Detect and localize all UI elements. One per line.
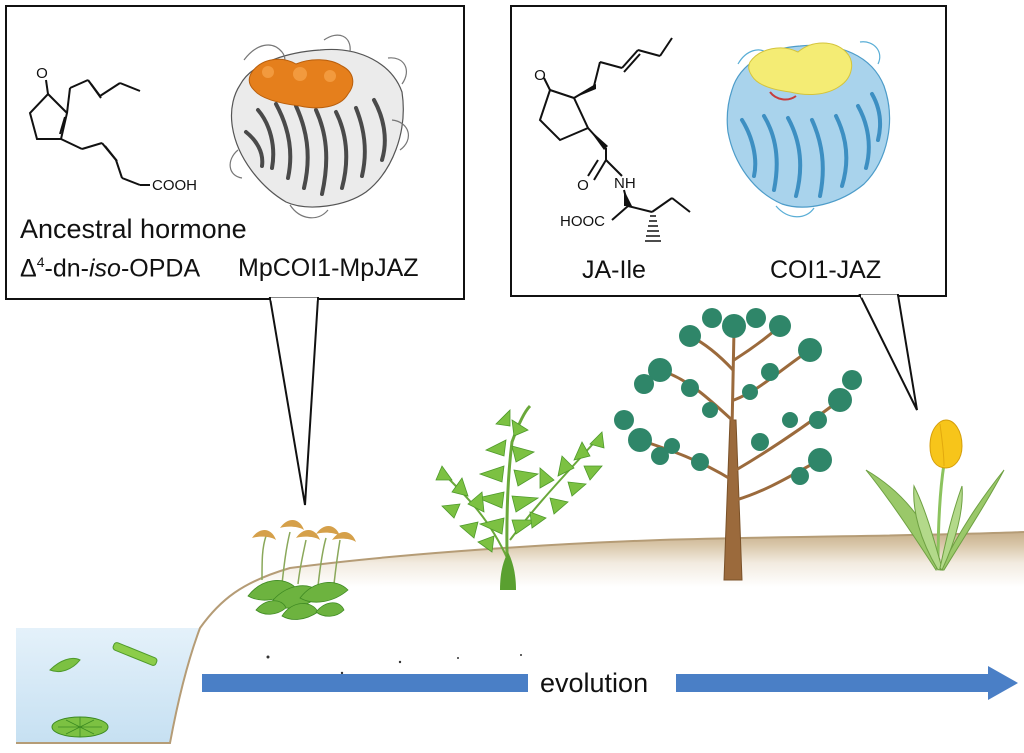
mpcoi1-mpjaz-protein xyxy=(229,34,409,219)
hormone-name: Δ4-dn-iso-OPDA xyxy=(20,254,200,283)
hormone-opda: -OPDA xyxy=(120,254,201,283)
evolution-arrow xyxy=(202,666,1018,700)
water xyxy=(16,628,200,743)
right-callout xyxy=(510,5,947,411)
opda-structure xyxy=(28,79,150,186)
pine-needles xyxy=(614,308,862,485)
algae-icons xyxy=(49,642,158,738)
hormone-sup: 4 xyxy=(36,254,45,270)
ja-ile-amide-oxygen: O xyxy=(577,177,589,194)
moss-icon xyxy=(247,519,356,620)
arrow-shaft-right xyxy=(676,674,990,692)
tulip-flower xyxy=(929,419,963,469)
hormone-delta: Δ xyxy=(20,254,37,283)
hormone-dn: -dn- xyxy=(44,254,89,283)
ja-ile-carboxyl: HOOC xyxy=(560,213,605,230)
evolution-label: evolution xyxy=(540,668,649,698)
ground-outline xyxy=(16,531,1024,744)
hormone-caption: Ancestral hormone xyxy=(20,214,247,244)
ground xyxy=(170,532,1024,753)
ground-dots xyxy=(266,654,522,675)
mpcoi1-complex-label: MpCOI1-MpJAZ xyxy=(238,254,419,282)
ja-ile-stereo-bonds xyxy=(574,84,661,242)
arrow-shaft-left xyxy=(202,674,528,692)
opda-carboxyl: COOH xyxy=(152,177,197,194)
coi1-pocket xyxy=(748,42,853,95)
ja-ile-nh: NH xyxy=(614,175,636,192)
arrow-head xyxy=(988,666,1018,700)
hormone-iso: iso xyxy=(88,254,121,283)
opda-oxygen: O xyxy=(36,65,48,82)
fern-icon xyxy=(435,404,605,591)
coi1-complex-label: COI1-JAZ xyxy=(770,256,882,284)
tulip-icon xyxy=(865,419,1005,572)
coi1-jaz-protein xyxy=(726,41,891,218)
ja-ile-oxygen: O xyxy=(534,67,546,84)
ja-ile-label: JA-Ile xyxy=(582,256,646,284)
pine-tree-icon xyxy=(614,308,862,581)
